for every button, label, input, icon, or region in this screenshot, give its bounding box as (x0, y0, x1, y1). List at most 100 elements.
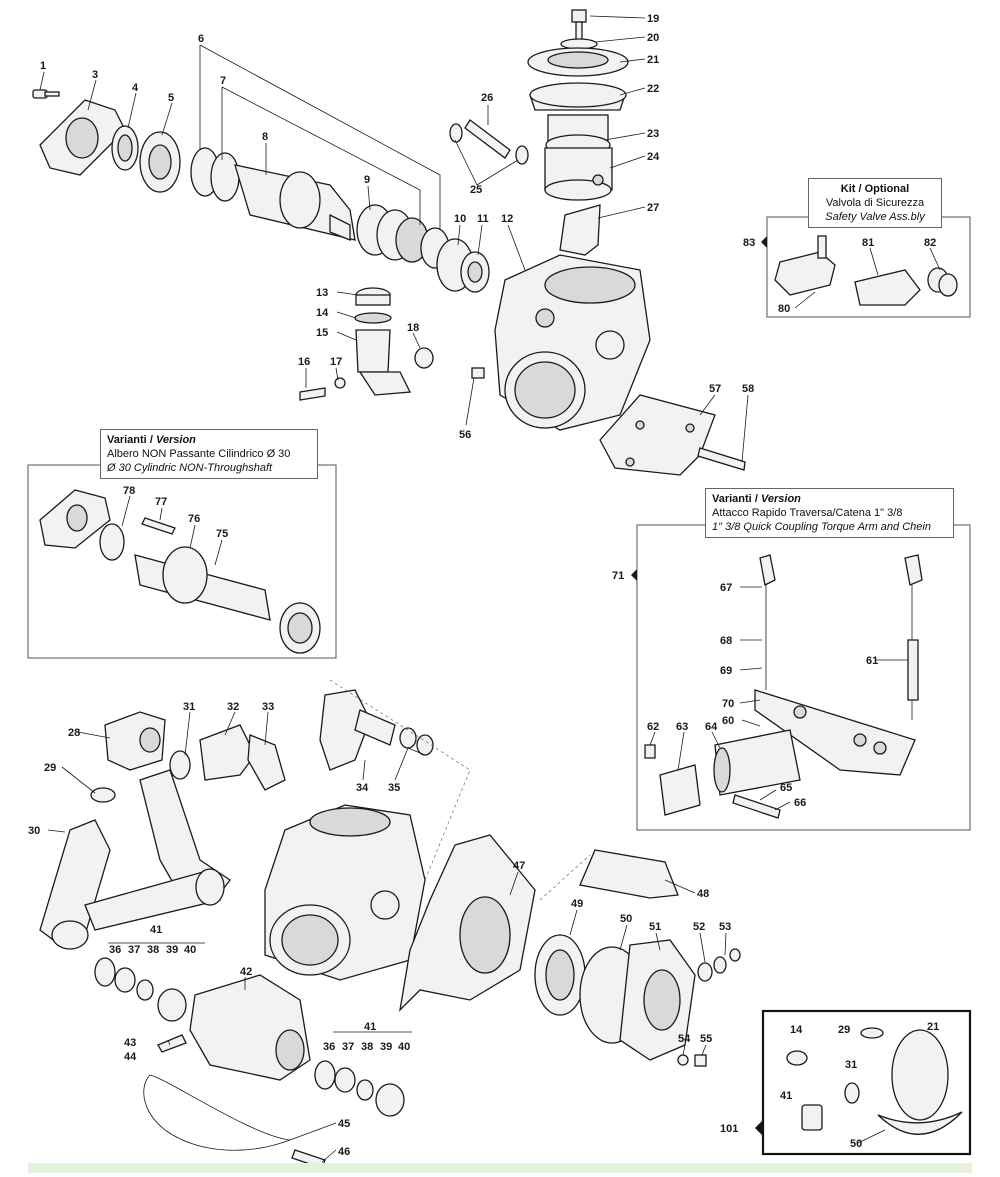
part-label-44: 44 (124, 1051, 137, 1063)
part-label-61: 61 (866, 655, 878, 667)
part-label-40a: 40 (184, 944, 196, 956)
part-label-9: 9 (364, 174, 370, 186)
part-label-46: 46 (338, 1146, 350, 1158)
part-label-1: 1 (40, 60, 46, 72)
pin-set (449, 119, 529, 165)
part-label-38b: 38 (361, 1041, 373, 1053)
part-label-41a: 41 (150, 924, 162, 936)
part-label-10: 10 (454, 213, 466, 225)
pump-body-top (494, 254, 651, 431)
part-label-20: 20 (647, 32, 659, 44)
part-label-24: 24 (647, 151, 660, 163)
part-label-50: 50 (620, 913, 632, 925)
part-label-45: 45 (338, 1118, 350, 1130)
lower-assembly (39, 679, 741, 1169)
kit-optional-title: Kit / Optional (840, 183, 910, 195)
variant-shaft-caption: Varianti / Version Albero NON Passante C… (100, 429, 318, 479)
kit-label-41: 41 (780, 1090, 792, 1102)
shaft-assembly (32, 89, 490, 293)
part-label-39a: 39 (166, 944, 178, 956)
part-label-19: 19 (647, 13, 659, 25)
part-label-34: 34 (356, 782, 369, 794)
part-label-27: 27 (647, 202, 659, 214)
variant-coupling-title-a: Varianti (712, 493, 752, 505)
part-label-68: 68 (720, 635, 732, 647)
part-label-32: 32 (227, 701, 239, 713)
part-label-12: 12 (501, 213, 513, 225)
part-label-47: 47 (513, 860, 525, 872)
part-label-62: 62 (647, 721, 659, 733)
torque-arm-parts (644, 554, 923, 819)
air-chamber-stack (527, 9, 629, 201)
part-label-54: 54 (678, 1033, 691, 1045)
part-label-21: 21 (647, 54, 659, 66)
part-label-15: 15 (316, 327, 328, 339)
kit-optional-caption: Kit / Optional Valvola di Sicurezza Safe… (808, 178, 942, 228)
part-label-53: 53 (719, 921, 731, 933)
part-label-16: 16 (298, 356, 310, 368)
part-label-40b: 40 (398, 1041, 410, 1053)
part-label-60: 60 (722, 715, 734, 727)
part-label-83: 83 (743, 237, 755, 249)
footer-bar (28, 1163, 972, 1173)
part-label-8: 8 (262, 131, 268, 143)
bracket (599, 394, 746, 476)
kit-label-21: 21 (927, 1021, 939, 1033)
part-label-36a: 36 (109, 944, 121, 956)
part-label-35: 35 (388, 782, 400, 794)
kit-101-parts (786, 1027, 963, 1135)
kit-label-50: 50 (850, 1138, 862, 1150)
variant-coupling-title-b: Version (760, 493, 801, 505)
variant-shaft-line1: Albero NON Passante Cilindrico Ø 30 (107, 448, 291, 460)
variant-shaft-line2: Ø 30 Cylindric NON-Throughshaft (107, 462, 273, 474)
part-label-26: 26 (481, 92, 493, 104)
part-label-48: 48 (697, 888, 709, 900)
part-label-51: 51 (649, 921, 661, 933)
variant-shaft-title-b: Version (155, 434, 196, 446)
part-label-36b: 36 (323, 1041, 335, 1053)
safety-valve-parts (774, 235, 958, 306)
part-label-29: 29 (44, 762, 56, 774)
part-label-65: 65 (780, 782, 792, 794)
part-label-57: 57 (709, 383, 721, 395)
part-label-41b: 41 (364, 1021, 376, 1033)
variant-coupling-title-sep: / (754, 493, 758, 505)
part-label-17: 17 (330, 356, 342, 368)
nut-56 (471, 367, 485, 379)
part-label-23: 23 (647, 128, 659, 140)
part-label-31: 31 (183, 701, 195, 713)
part-label-3: 3 (92, 69, 98, 81)
part-label-11: 11 (477, 213, 489, 225)
part-label-33: 33 (262, 701, 274, 713)
part-label-77: 77 (155, 496, 167, 508)
kit-label-14: 14 (790, 1024, 803, 1036)
part-label-101: 101 (720, 1123, 738, 1135)
variant-coupling-caption: Varianti / Version Attacco Rapido Traver… (705, 488, 954, 538)
part-label-66: 66 (794, 797, 806, 809)
part-label-5: 5 (168, 92, 174, 104)
part-label-76: 76 (188, 513, 200, 525)
kit-optional-line2: Safety Valve Ass.bly (825, 211, 925, 223)
part-label-63: 63 (676, 721, 688, 733)
part-label-18: 18 (407, 322, 419, 334)
kit-optional-line1: Valvola di Sicurezza (825, 197, 925, 209)
part-label-49: 49 (571, 898, 583, 910)
oil-bowl (299, 287, 434, 401)
part-label-37a: 37 (128, 944, 140, 956)
variant-coupling-line2: 1" 3/8 Quick Coupling Torque Arm and Che… (712, 521, 931, 533)
kit-label-31: 31 (845, 1059, 857, 1071)
part-labels: 1 3 4 5 6 7 8 9 10 11 12 13 14 15 16 17 … (28, 13, 939, 1158)
leader-lines (39, 15, 941, 1163)
part-label-30: 30 (28, 825, 40, 837)
part-label-80: 80 (778, 303, 790, 315)
part-label-56: 56 (459, 429, 471, 441)
part-label-7: 7 (220, 75, 226, 87)
part-label-81: 81 (862, 237, 874, 249)
part-label-58: 58 (742, 383, 754, 395)
part-label-25: 25 (470, 184, 482, 196)
part-label-39b: 39 (380, 1041, 392, 1053)
variant-shaft-parts (39, 489, 321, 654)
part-label-78: 78 (123, 485, 135, 497)
part-label-64: 64 (705, 721, 718, 733)
